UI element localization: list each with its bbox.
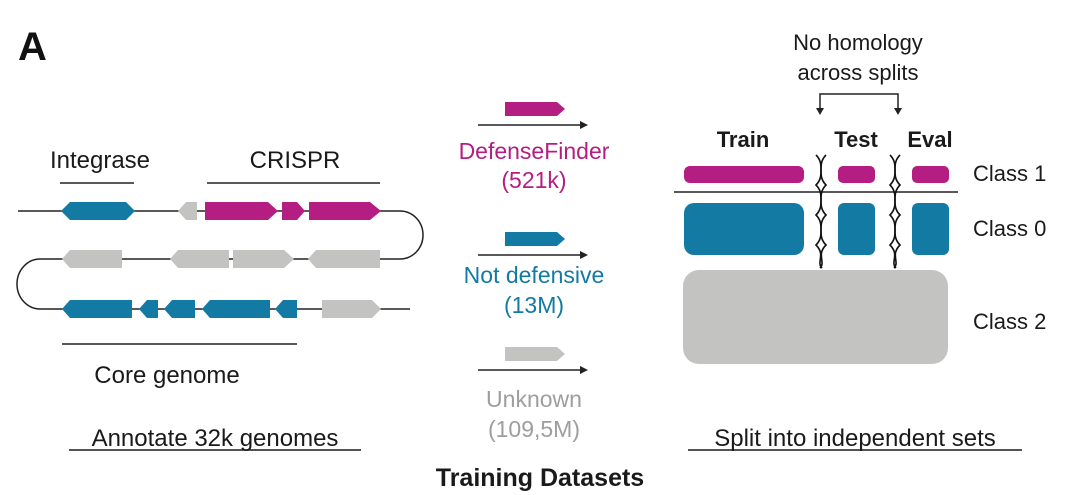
unknown-gene — [62, 250, 122, 268]
class0-test-block — [838, 203, 875, 255]
footer-title: Training Datasets — [436, 464, 644, 492]
dataset-count-notdefensive: (13M) — [504, 292, 564, 318]
column-eval: Eval — [907, 127, 952, 152]
dataset-count-unknown: (109,5M) — [488, 416, 580, 442]
unknown-gene — [170, 250, 229, 268]
genome-section: Integrase CRISPR Core genome Annotate 32… — [16, 147, 424, 452]
core-gene — [139, 300, 158, 318]
class-label-2: Class 2 — [973, 309, 1046, 334]
annotate-caption: Annotate 32k genomes — [92, 425, 339, 452]
integrase-gene — [61, 202, 135, 220]
core-gene — [164, 300, 195, 318]
split-divider-2 — [888, 154, 902, 269]
dataset-name-defensefinder: DefenseFinder — [459, 138, 610, 164]
dataset-name-unknown: Unknown — [486, 386, 582, 412]
column-train: Train — [717, 127, 770, 152]
crispr-gene — [282, 202, 305, 220]
class0-train-block — [684, 203, 804, 255]
crispr-gene — [309, 202, 381, 220]
datasets-section: DefenseFinder (521k) Not defensive (13M)… — [459, 102, 610, 442]
defensefinder-gene-icon — [505, 102, 565, 116]
integrase-label: Integrase — [50, 147, 150, 174]
homology-line1: No homology — [793, 30, 923, 55]
notdefensive-gene-icon — [505, 232, 565, 246]
unknown-gene-icon — [505, 347, 565, 361]
crispr-label: CRISPR — [250, 147, 341, 174]
class-label-1: Class 1 — [973, 161, 1046, 186]
split-caption: Split into independent sets — [714, 425, 996, 452]
panel-letter: A — [18, 25, 47, 69]
homology-line2: across splits — [797, 60, 918, 85]
split-divider-1 — [814, 154, 828, 269]
class1-train-block — [684, 166, 804, 183]
homology-arrowhead-icon — [894, 108, 902, 115]
core-gene — [275, 300, 297, 318]
dataset-count-defensefinder: (521k) — [501, 167, 566, 193]
column-test: Test — [834, 127, 878, 152]
notdefensive-arrowhead-icon — [580, 251, 588, 259]
unknown-gene — [233, 250, 294, 268]
core-gene — [62, 300, 132, 318]
core-gene — [202, 300, 270, 318]
class1-test-block — [838, 166, 875, 183]
core-genome-label: Core genome — [94, 362, 239, 389]
class2-block — [683, 270, 948, 364]
dataset-name-notdefensive: Not defensive — [464, 262, 605, 288]
unknown-arrowhead-icon — [580, 366, 588, 374]
homology-arrowhead-icon — [816, 108, 824, 115]
unknown-gene — [178, 202, 197, 220]
defensefinder-arrowhead-icon — [580, 121, 588, 129]
crispr-gene — [205, 202, 278, 220]
class1-eval-block — [912, 166, 949, 183]
unknown-gene — [322, 300, 381, 318]
homology-bracket — [819, 93, 899, 110]
class0-eval-block — [912, 203, 949, 255]
unknown-gene — [308, 250, 380, 268]
class-label-0: Class 0 — [973, 216, 1046, 241]
splits-section: No homology across splits Train Test Eva… — [674, 30, 1046, 452]
